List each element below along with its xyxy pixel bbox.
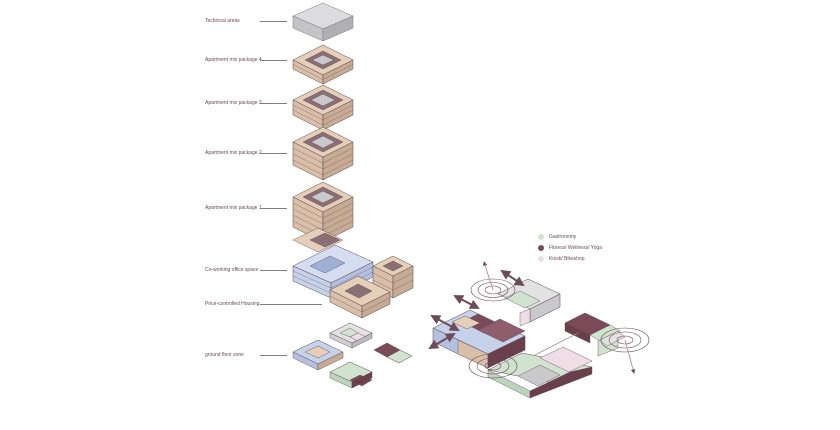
leader-price-controlled-housing <box>260 304 322 305</box>
apartment-package-3-block <box>292 84 354 131</box>
legend-swatch-kiosk <box>538 256 544 262</box>
label-apartment-package-3: Apartment mix package 3 <box>205 100 262 106</box>
label-ground-floor-zone: ground floor zone <box>205 352 244 358</box>
legend-label-fitness: Fitness/ Wellness/ Yoga <box>549 245 602 251</box>
legend-label-kiosk: Kiosk/ Bikeshop <box>549 256 585 262</box>
label-technical-areas: Technical areas <box>205 18 240 24</box>
label-apartment-package-1: Apartment mix package 1 <box>205 205 262 211</box>
apartment-package-4-block <box>292 44 354 85</box>
ground-floor-block-left <box>292 322 413 389</box>
activity-ring-right <box>600 327 650 353</box>
leader-apartment-package-2 <box>260 153 287 154</box>
legend-item-kiosk: Kiosk/ Bikeshop <box>538 256 585 262</box>
legend-item-gastronomy: Gastronomy <box>538 234 576 240</box>
leader-apartment-package-4 <box>260 60 287 61</box>
legend-swatch-fitness <box>538 245 544 251</box>
legend-item-fitness: Fitness/ Wellness/ Yoga <box>538 245 602 251</box>
label-coworking-office: Co-working office space <box>205 267 259 273</box>
label-price-controlled-housing: Price-controlled Housing <box>205 301 260 307</box>
leader-technical-areas <box>260 21 287 22</box>
leader-apartment-package-3 <box>260 103 287 104</box>
pointer-arrows <box>482 261 636 374</box>
activity-ring-top <box>470 278 516 302</box>
flow-arrows <box>428 269 525 350</box>
leader-ground-floor-zone <box>260 355 287 356</box>
technical-areas-block <box>292 2 354 42</box>
leader-apartment-package-1 <box>260 208 287 209</box>
legend-swatch-gastronomy <box>538 234 544 240</box>
activity-ring-bottom <box>468 353 518 379</box>
label-apartment-package-2: Apartment mix package 2 <box>205 150 262 156</box>
apartment-package-2-block <box>292 126 354 181</box>
apartment-package-1-block <box>292 181 354 253</box>
price-controlled-housing-block <box>329 255 414 319</box>
leader-coworking-office <box>260 270 287 271</box>
ground-floor-block-right <box>432 278 626 399</box>
label-apartment-package-4: Apartment mix package 4 <box>205 57 262 63</box>
legend-label-gastronomy: Gastronomy <box>549 234 577 240</box>
